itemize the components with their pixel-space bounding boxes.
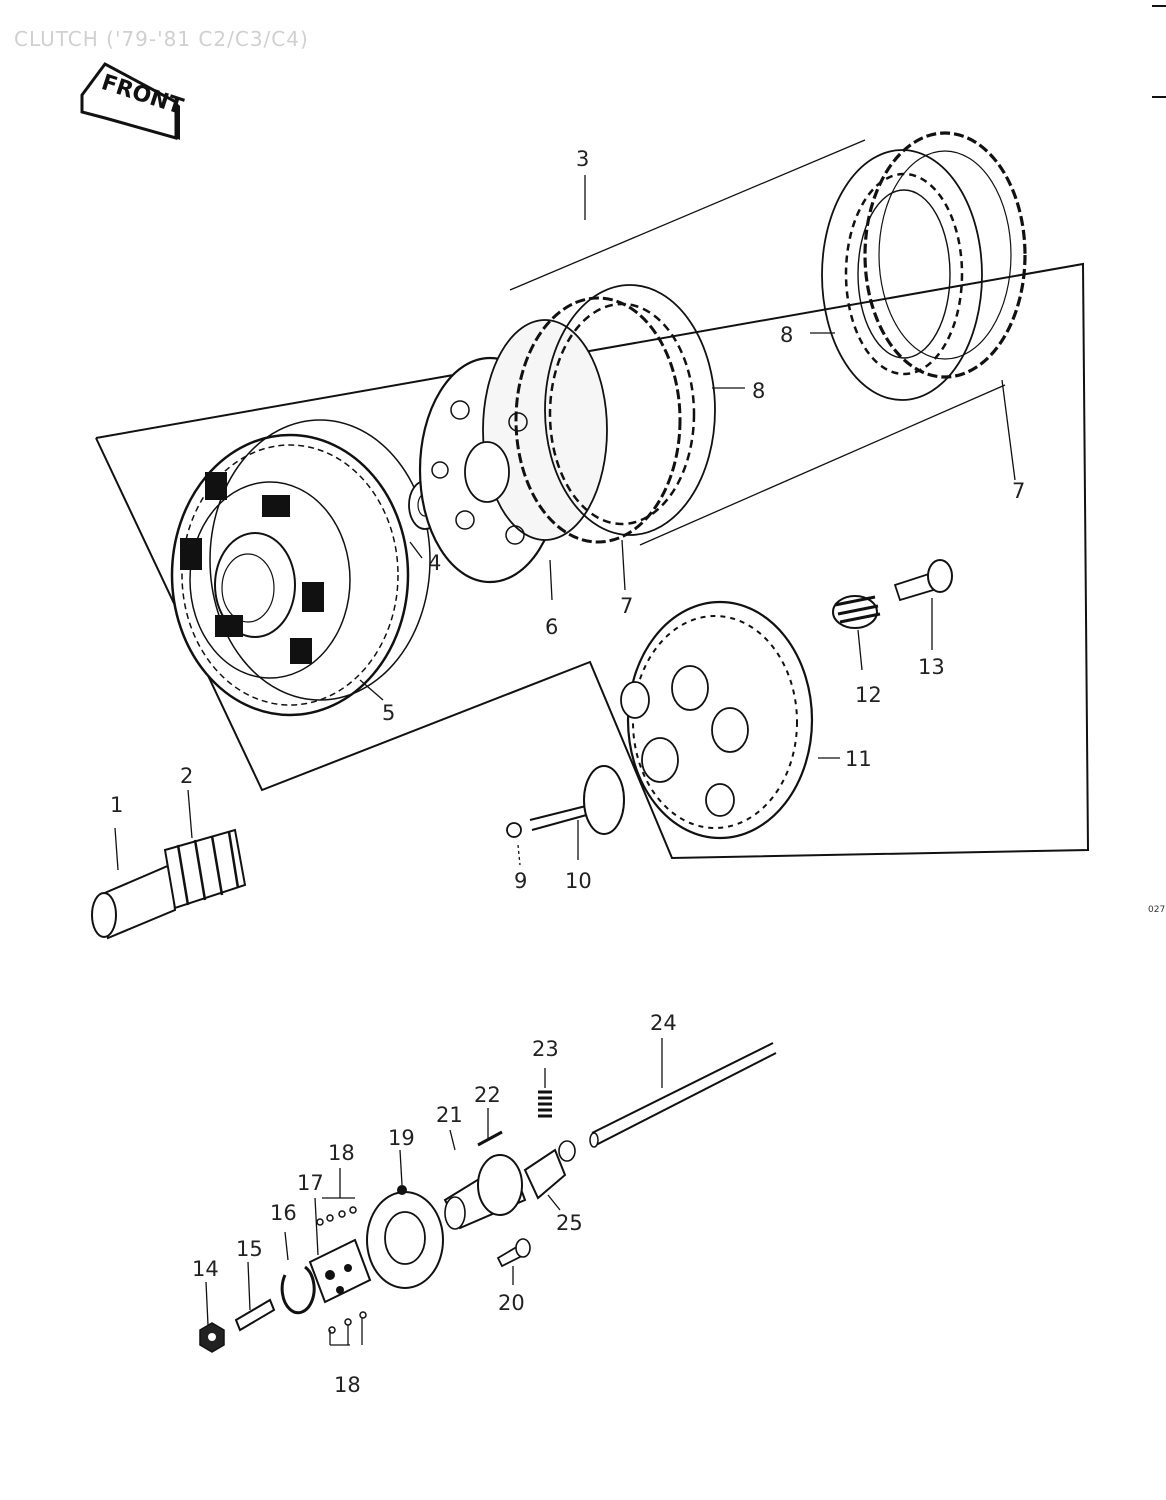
leader-12 (857, 629, 863, 671)
steel-balls-lower (328, 1311, 367, 1346)
steel-balls-upper (316, 1168, 357, 1226)
callout-6: 6 (545, 615, 558, 639)
steel-ball (506, 822, 522, 838)
lever (523, 1140, 576, 1200)
callout-4: 4 (428, 551, 441, 575)
leader-2 (187, 789, 193, 839)
callout-18-lower: 18 (334, 1373, 361, 1397)
guide-line-bottom (639, 384, 1006, 546)
leader-21 (449, 1129, 456, 1151)
callout-20: 20 (498, 1291, 525, 1315)
leader-17 (314, 1197, 319, 1256)
leader-19 (399, 1149, 403, 1186)
spring (538, 1090, 552, 1118)
leader-16 (284, 1231, 289, 1261)
callout-7-right: 7 (1012, 479, 1025, 503)
pin (477, 1130, 503, 1147)
callout-19: 19 (388, 1126, 415, 1150)
callout-25: 25 (556, 1211, 583, 1235)
needle-bearing (163, 828, 247, 910)
release-housing (366, 1185, 444, 1289)
callout-7-middle: 7 (620, 594, 633, 618)
callout-21: 21 (436, 1103, 463, 1127)
bushing (91, 863, 177, 940)
callout-13: 13 (918, 655, 945, 679)
callout-11: 11 (845, 747, 872, 771)
steel-plate-right (821, 149, 983, 401)
callout-23: 23 (532, 1037, 559, 1061)
page-title: CLUTCH ('79-'81 C2/C3/C4) (14, 27, 309, 51)
adjusting-screw (234, 1298, 276, 1332)
friction-plate-middle (514, 296, 682, 544)
friction-plate-right (863, 131, 1027, 379)
callout-labels: 3 4 5 6 7 8 8 7 1 2 9 10 11 12 13 14 15 … (110, 147, 1025, 1397)
release-retainer (308, 1238, 372, 1304)
callout-3: 3 (576, 147, 589, 171)
leader-15 (247, 1261, 251, 1311)
callout-18-upper: 18 (328, 1141, 355, 1165)
release-gear (443, 1154, 527, 1230)
callout-8-middle: 8 (752, 379, 765, 403)
callout-2: 2 (180, 764, 193, 788)
callout-22: 22 (474, 1083, 501, 1107)
leader-4 (409, 541, 423, 559)
callout-15: 15 (236, 1237, 263, 1261)
callout-1: 1 (110, 793, 123, 817)
clutch-spring (832, 595, 881, 629)
callout-14: 14 (192, 1257, 219, 1281)
push-rod-long (589, 1042, 777, 1148)
push-rod (529, 765, 625, 835)
callout-16: 16 (270, 1201, 297, 1225)
callout-9: 9 (514, 869, 527, 893)
bolt (893, 559, 953, 602)
screw (496, 1238, 531, 1268)
clutch-hub (418, 319, 608, 584)
nut (199, 1322, 225, 1353)
leader-6 (549, 559, 553, 601)
guide-line-top (509, 139, 866, 291)
callout-8-right: 8 (780, 323, 793, 347)
callout-17: 17 (297, 1171, 324, 1195)
clutch-housing-gear (170, 419, 431, 717)
leader-7-right (1001, 379, 1016, 481)
leader-1 (114, 827, 119, 871)
leader-5 (359, 679, 384, 701)
callout-24: 24 (650, 1011, 677, 1035)
leader-14 (205, 1281, 209, 1326)
side-code: 027 (1148, 905, 1165, 915)
circlip (280, 1265, 316, 1315)
leader-25 (547, 1194, 561, 1211)
assembly-outline (95, 262, 1090, 860)
callout-10: 10 (565, 869, 592, 893)
callout-12: 12 (855, 683, 882, 707)
leader-7-middle (621, 539, 626, 591)
front-badge: FRONT (80, 62, 186, 140)
pressure-plate (620, 600, 814, 840)
callout-5: 5 (382, 701, 395, 725)
leader-9 (517, 844, 521, 866)
